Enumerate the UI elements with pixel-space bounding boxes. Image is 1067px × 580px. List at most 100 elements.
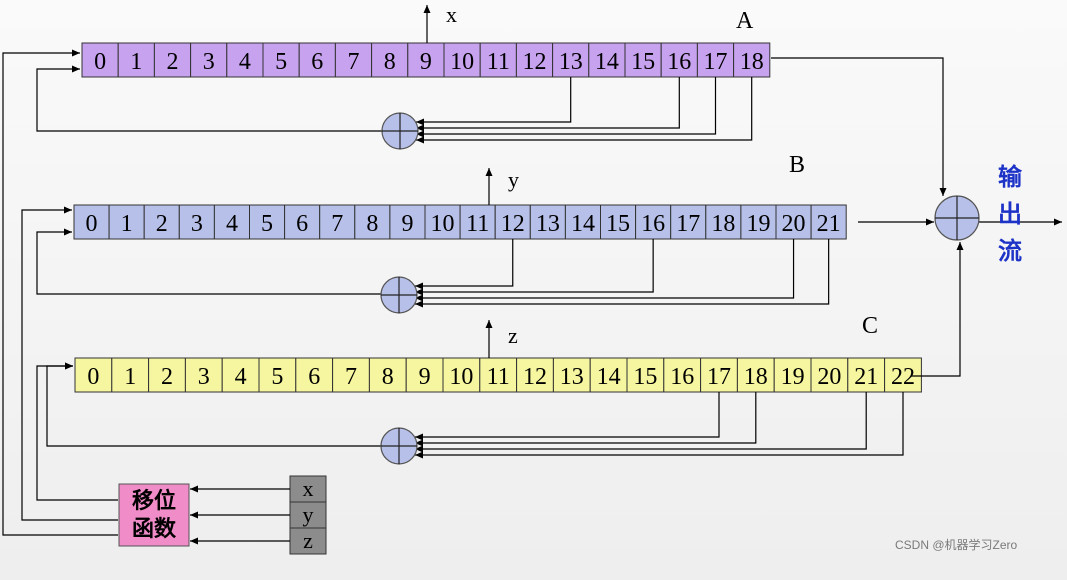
cell-label: 18 (740, 49, 764, 75)
cell-label: 12 (523, 49, 547, 75)
cell-C-0 (74, 357, 113, 393)
cell-B-3 (178, 204, 215, 240)
cell-label: 14 (595, 49, 619, 75)
cell-B-13 (529, 204, 566, 240)
cell-C-18 (736, 357, 775, 393)
cell-A-1 (117, 42, 155, 78)
cell-A-15 (624, 42, 662, 78)
cell-label: 3 (198, 364, 210, 390)
cell-label: 10 (431, 211, 455, 237)
cell-label: 1 (121, 211, 133, 237)
cell-label: 6 (296, 211, 308, 237)
clock-tap-label: y (508, 167, 519, 192)
wire (415, 239, 795, 302)
cell-label: 19 (746, 211, 770, 237)
cell-label: 1 (124, 364, 136, 390)
cell-label: 22 (891, 364, 915, 390)
wire (416, 77, 572, 126)
cell-C-9 (405, 357, 444, 393)
cell-label: 5 (271, 364, 283, 390)
cell-B-16 (635, 204, 672, 240)
cell-B-14 (564, 204, 602, 240)
cell-C-14 (589, 357, 628, 393)
cell-A-14 (588, 42, 626, 78)
cell-C-13 (552, 357, 591, 393)
input-label: x (303, 476, 314, 501)
cell-label: 11 (487, 364, 510, 390)
wire (36, 65, 382, 132)
clock-tap-label: x (446, 2, 457, 27)
cell-C-19 (773, 357, 812, 393)
wire (21, 206, 118, 521)
wire (415, 392, 757, 447)
cell-C-12 (516, 357, 554, 393)
cell-C-10 (442, 357, 481, 393)
wire (36, 228, 381, 295)
cell-label: 4 (226, 211, 238, 237)
cell-label: 13 (560, 364, 584, 390)
cell-label: 12 (501, 211, 525, 237)
cell-label: 3 (191, 211, 203, 237)
xor-C (380, 427, 418, 465)
cell-A-5 (262, 42, 300, 78)
wire (2, 49, 118, 536)
cell-label: 16 (670, 364, 694, 390)
input-label: y (303, 502, 314, 527)
cell-B-6 (284, 204, 321, 240)
cell-A-13 (552, 42, 590, 78)
cell-C-7 (332, 357, 370, 393)
cell-C-8 (368, 357, 407, 393)
cell-label: 17 (704, 49, 728, 75)
cell-B-5 (249, 204, 286, 240)
cell-A-9 (407, 42, 445, 78)
cell-label: 15 (631, 49, 655, 75)
cell-label: 8 (382, 364, 394, 390)
cell-A-10 (443, 42, 481, 78)
wire (415, 392, 904, 459)
cell-A-17 (696, 42, 735, 78)
cell-label: 13 (559, 49, 583, 75)
wire (416, 77, 753, 144)
cell-A-12 (515, 42, 554, 78)
register-name: B (789, 152, 805, 178)
wire (415, 392, 720, 441)
cell-label: 11 (466, 211, 489, 237)
output-xor (934, 195, 980, 241)
cell-label: 13 (536, 211, 560, 237)
cell-label: 4 (239, 49, 251, 75)
cell-label: 21 (854, 364, 878, 390)
cell-label: 2 (167, 49, 179, 75)
cell-A-11 (479, 42, 517, 78)
cell-label: 1 (130, 49, 142, 75)
cell-label: 12 (523, 364, 547, 390)
wire (415, 239, 830, 308)
cell-label: 8 (384, 49, 396, 75)
cell-label: 15 (606, 211, 630, 237)
cell-B-4 (213, 204, 250, 240)
cell-A-3 (190, 42, 228, 78)
cell-label: 3 (203, 49, 215, 75)
cell-C-22 (884, 357, 922, 393)
cell-B-10 (424, 204, 461, 240)
wire (415, 392, 867, 453)
shift-function-box (118, 483, 190, 547)
cell-label: 2 (161, 364, 173, 390)
wire (415, 239, 654, 296)
cell-label: 7 (345, 364, 357, 390)
clock-tap-label: z (508, 323, 518, 348)
cell-A-8 (371, 42, 409, 78)
cell-label: 7 (348, 49, 360, 75)
cell-C-20 (810, 357, 849, 393)
input-label: z (303, 528, 313, 553)
cell-C-11 (479, 357, 518, 393)
cell-label: 9 (420, 49, 432, 75)
cell-B-7 (319, 204, 356, 240)
cell-C-16 (663, 357, 702, 393)
shift-label-line1: 移位 (132, 488, 176, 514)
cell-label: 9 (419, 364, 431, 390)
cell-label: 20 (817, 364, 841, 390)
